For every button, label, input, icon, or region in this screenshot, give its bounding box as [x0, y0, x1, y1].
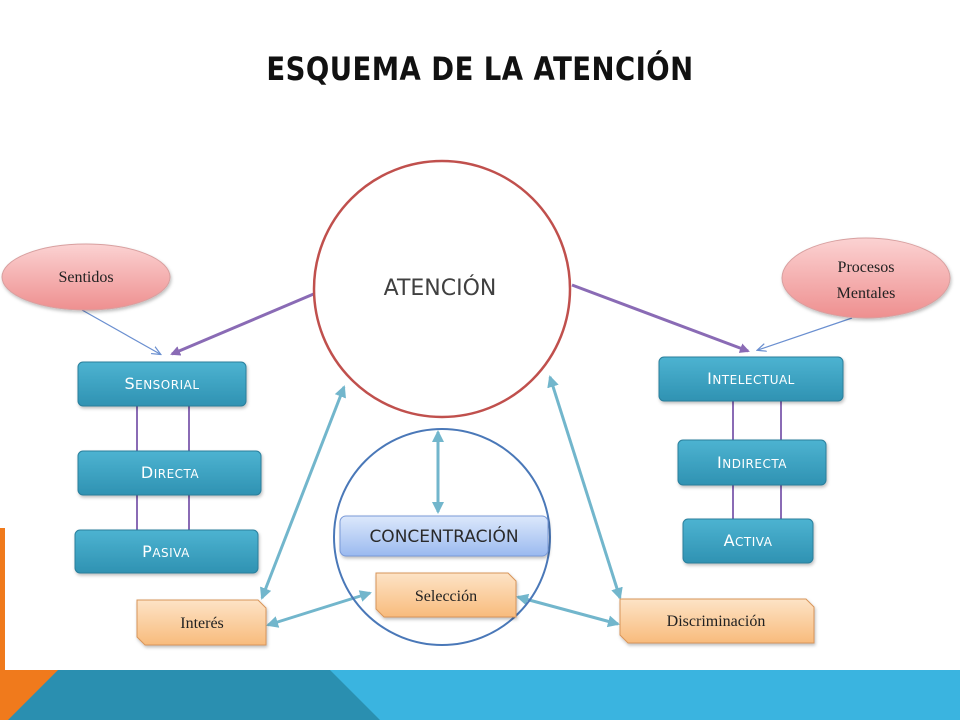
procesos-mentales-oval: Procesos Mentales: [781, 237, 951, 319]
focus-circle: [333, 428, 551, 646]
note-seleccion: Selección: [375, 572, 517, 618]
right-box-connectors: [732, 401, 782, 519]
note-discriminacion: Discriminación: [619, 598, 815, 644]
svg-text:INDIRECTA: INDIRECTA: [717, 453, 787, 472]
sentidos-label: Sentidos: [58, 269, 113, 286]
bottom-decorative-bar: [0, 670, 960, 720]
blue-double-arrows: [260, 375, 623, 628]
box-intelectual: INTELECTUAL: [658, 356, 844, 402]
arrow-atencion-intelectual: [571, 283, 750, 353]
interes-label: Interés: [180, 615, 224, 632]
concentracion-label: CONCENTRACIÓN: [369, 525, 518, 547]
box-activa: ACTIVA: [682, 518, 814, 564]
svg-text:INTELECTUAL: INTELECTUAL: [707, 369, 795, 388]
svg-text:DIRECTA: DIRECTA: [141, 463, 200, 482]
box-pasiva: PASIVA: [74, 529, 259, 574]
seleccion-label: Selección: [415, 588, 477, 605]
box-indirecta: INDIRECTA: [677, 439, 827, 486]
arrow-atencion-sensorial: [170, 291, 317, 356]
left-box-connectors: [136, 406, 190, 530]
slide-title: ESQUEMA DE LA ATENCIÓN: [266, 50, 694, 88]
discriminacion-label: Discriminación: [667, 613, 766, 630]
note-interes: Interés: [136, 599, 267, 646]
atencion-node: ATENCIÓN: [312, 159, 572, 419]
mentales-label: Mentales: [837, 285, 896, 302]
atencion-label: ATENCIÓN: [384, 275, 497, 301]
procesos-label: Procesos: [838, 259, 895, 276]
sentidos-oval: Sentidos: [1, 243, 171, 311]
left-orange-accent: [0, 528, 5, 670]
arrow-sentidos-sensorial: [81, 309, 160, 354]
svg-text:SENSORIAL: SENSORIAL: [124, 374, 199, 393]
box-concentracion: CONCENTRACIÓN: [339, 515, 549, 557]
arrow-procesos-intelectual: [758, 317, 853, 350]
svg-text:ACTIVA: ACTIVA: [724, 531, 773, 550]
box-sensorial: SENSORIAL: [77, 361, 247, 407]
svg-text:PASIVA: PASIVA: [142, 542, 190, 561]
box-directa: DIRECTA: [77, 450, 262, 496]
